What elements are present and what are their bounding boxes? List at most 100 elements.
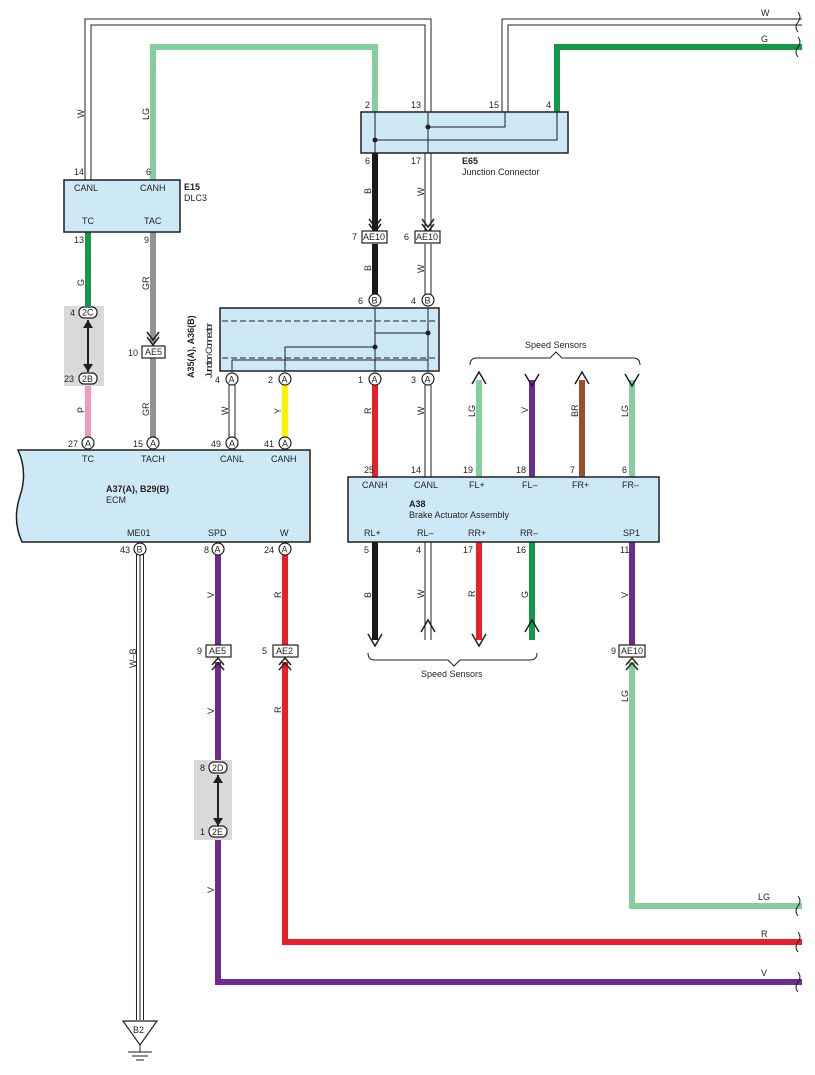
a38-pin-17: 17 [463,545,473,555]
a35-pin-4t: 4 [411,296,416,306]
e15-pin-6: 6 [146,167,151,177]
ecm-id: A37(A), B29(B) [106,484,169,494]
ae10-left: AE10 [363,232,385,242]
conn-2b-pin: 23 [64,374,74,384]
label-ae10-b: B [363,265,373,271]
ae5-spd-label: AE5 [209,646,226,656]
wire-sp1-lg [629,662,802,909]
conn-2e-pin: 1 [200,827,205,837]
wire-ends [795,11,801,993]
e15-pin-9: 9 [144,235,149,245]
connector-2c-2b: 2C 4 2B 23 [64,306,104,386]
conn-2d-pin: 8 [200,763,205,773]
e15-label-canl: CANL [74,183,98,193]
label-rr-plus: R [467,590,477,597]
ae2-pin: 5 [262,646,267,656]
a35-pin-6: 6 [358,296,363,306]
ecm-pin-27: 27 [68,439,78,449]
connector-ae5-gr: AE5 10 [128,331,166,359]
label-spd-v2: V [206,708,216,714]
e65-pin-4: 4 [546,100,551,110]
e65-pin-13: 13 [411,100,421,110]
ecm-pin-8: 8 [204,545,209,555]
ecm-pin-24: 24 [264,545,274,555]
ecm-pin-a6: A [282,439,288,449]
a38-label-sp1: SP1 [623,528,640,538]
ecm-label-tc: TC [82,454,94,464]
wire-w-top-right [501,18,802,112]
a38-label-frm: FR– [622,480,639,490]
label-spd-v3: V [206,887,216,893]
ecm-label-canl: CANL [220,454,244,464]
a38-label-canh: CANH [362,480,388,490]
label-rl-minus: W [416,589,426,598]
a38-pin-7: 7 [570,465,575,475]
ecm-pin-a2: A [282,545,288,555]
ground-b2: B2 [121,1020,159,1061]
a38-pin-16: 16 [516,545,526,555]
label-a35-y: Y [273,408,283,414]
a35-pin-b1: B [372,296,378,306]
a38-pin-11: 11 [620,545,629,555]
label-fl-minus: V [520,407,530,413]
connector-2d-2e: 2D 8 2E 1 [194,760,232,840]
a35-pin-a1: A [229,375,235,385]
label-sp1: V [620,592,630,598]
a35-id: A35(A), A36(B) [186,315,196,378]
ecm-label-spd: SPD [208,528,227,538]
a38-label-rrp: RR+ [468,528,486,538]
component-e15: 14 6 CANL CANH TC TAC 13 9 E15 DLC3 [63,167,207,245]
e15-name: DLC3 [184,193,207,203]
wire-g-top-right [554,44,802,112]
label-spd-v1: V [206,592,216,598]
e65-pin-15: 15 [489,100,499,110]
label-fr-minus: LG [620,405,630,417]
a38-pin-4: 4 [416,545,421,555]
a35-pin-b2: B [425,296,431,306]
label-fr-plus: BR [570,404,580,417]
label-e65-b: B [363,188,373,194]
connector-ae10-top: AE10 7 AE10 6 [352,218,441,244]
ecm-pin-a5: A [229,439,235,449]
ground-b2-label: B2 [133,1025,144,1035]
label-right-w: W [761,8,770,18]
conn-2d: 2D [212,763,224,773]
label-a35-w2: W [416,406,426,415]
label-a35-r: R [363,407,373,414]
a35-pin-2: 2 [268,375,273,385]
sensor-arrows-bottom: Speed Sensors [367,618,540,679]
label-right-v: V [761,968,767,978]
a35-name: Junction Connector [204,323,214,378]
connector-ae10-sp1: AE10 9 [611,644,646,671]
ae10-right: AE10 [416,232,438,242]
ecm-label-canh: CANH [271,454,297,464]
ecm-pin-49: 49 [211,439,221,449]
ecm-pin-a3: A [85,439,91,449]
label-p: P [76,407,86,413]
sensor-arrows-top: Speed Sensors [469,340,641,388]
component-a38: 25 14 19 18 7 6 CANH CANL FL+ FL– FR+ FR… [347,465,660,555]
label-w-r1: R [273,591,283,598]
a38-pin-14: 14 [411,465,421,475]
wire-lg-top [150,44,378,180]
e65-id: E65 [462,156,478,166]
ae5-gr-label: AE5 [145,347,162,357]
component-ecm: 27 15 49 41 TC TACH CANL CANH A37(A), B2… [15,436,311,556]
conn-2c-pin: 4 [70,308,75,318]
label-sp1-lg: LG [620,690,630,702]
e65-name: Junction Connector [462,167,540,177]
a38-name: Brake Actuator Assembly [409,510,510,520]
a38-label-rrm: RR– [520,528,538,538]
ecm-label-me01: ME01 [127,528,151,538]
label-gr1: GR [141,276,151,290]
a38-pin-25: 25 [364,465,374,475]
a38-label-rlm: RL– [417,528,434,538]
conn-2b: 2B [82,374,93,384]
component-a35: B B 6 4 A A A A 4 2 1 3 A35(A), A36(B) J… [186,293,440,386]
conn-2e: 2E [212,827,223,837]
wires [84,18,802,1020]
label-a35-w: W [220,406,230,415]
a35-pin-1: 1 [358,375,363,385]
conn-2c: 2C [82,308,94,318]
ecm-pin-15: 15 [133,439,143,449]
